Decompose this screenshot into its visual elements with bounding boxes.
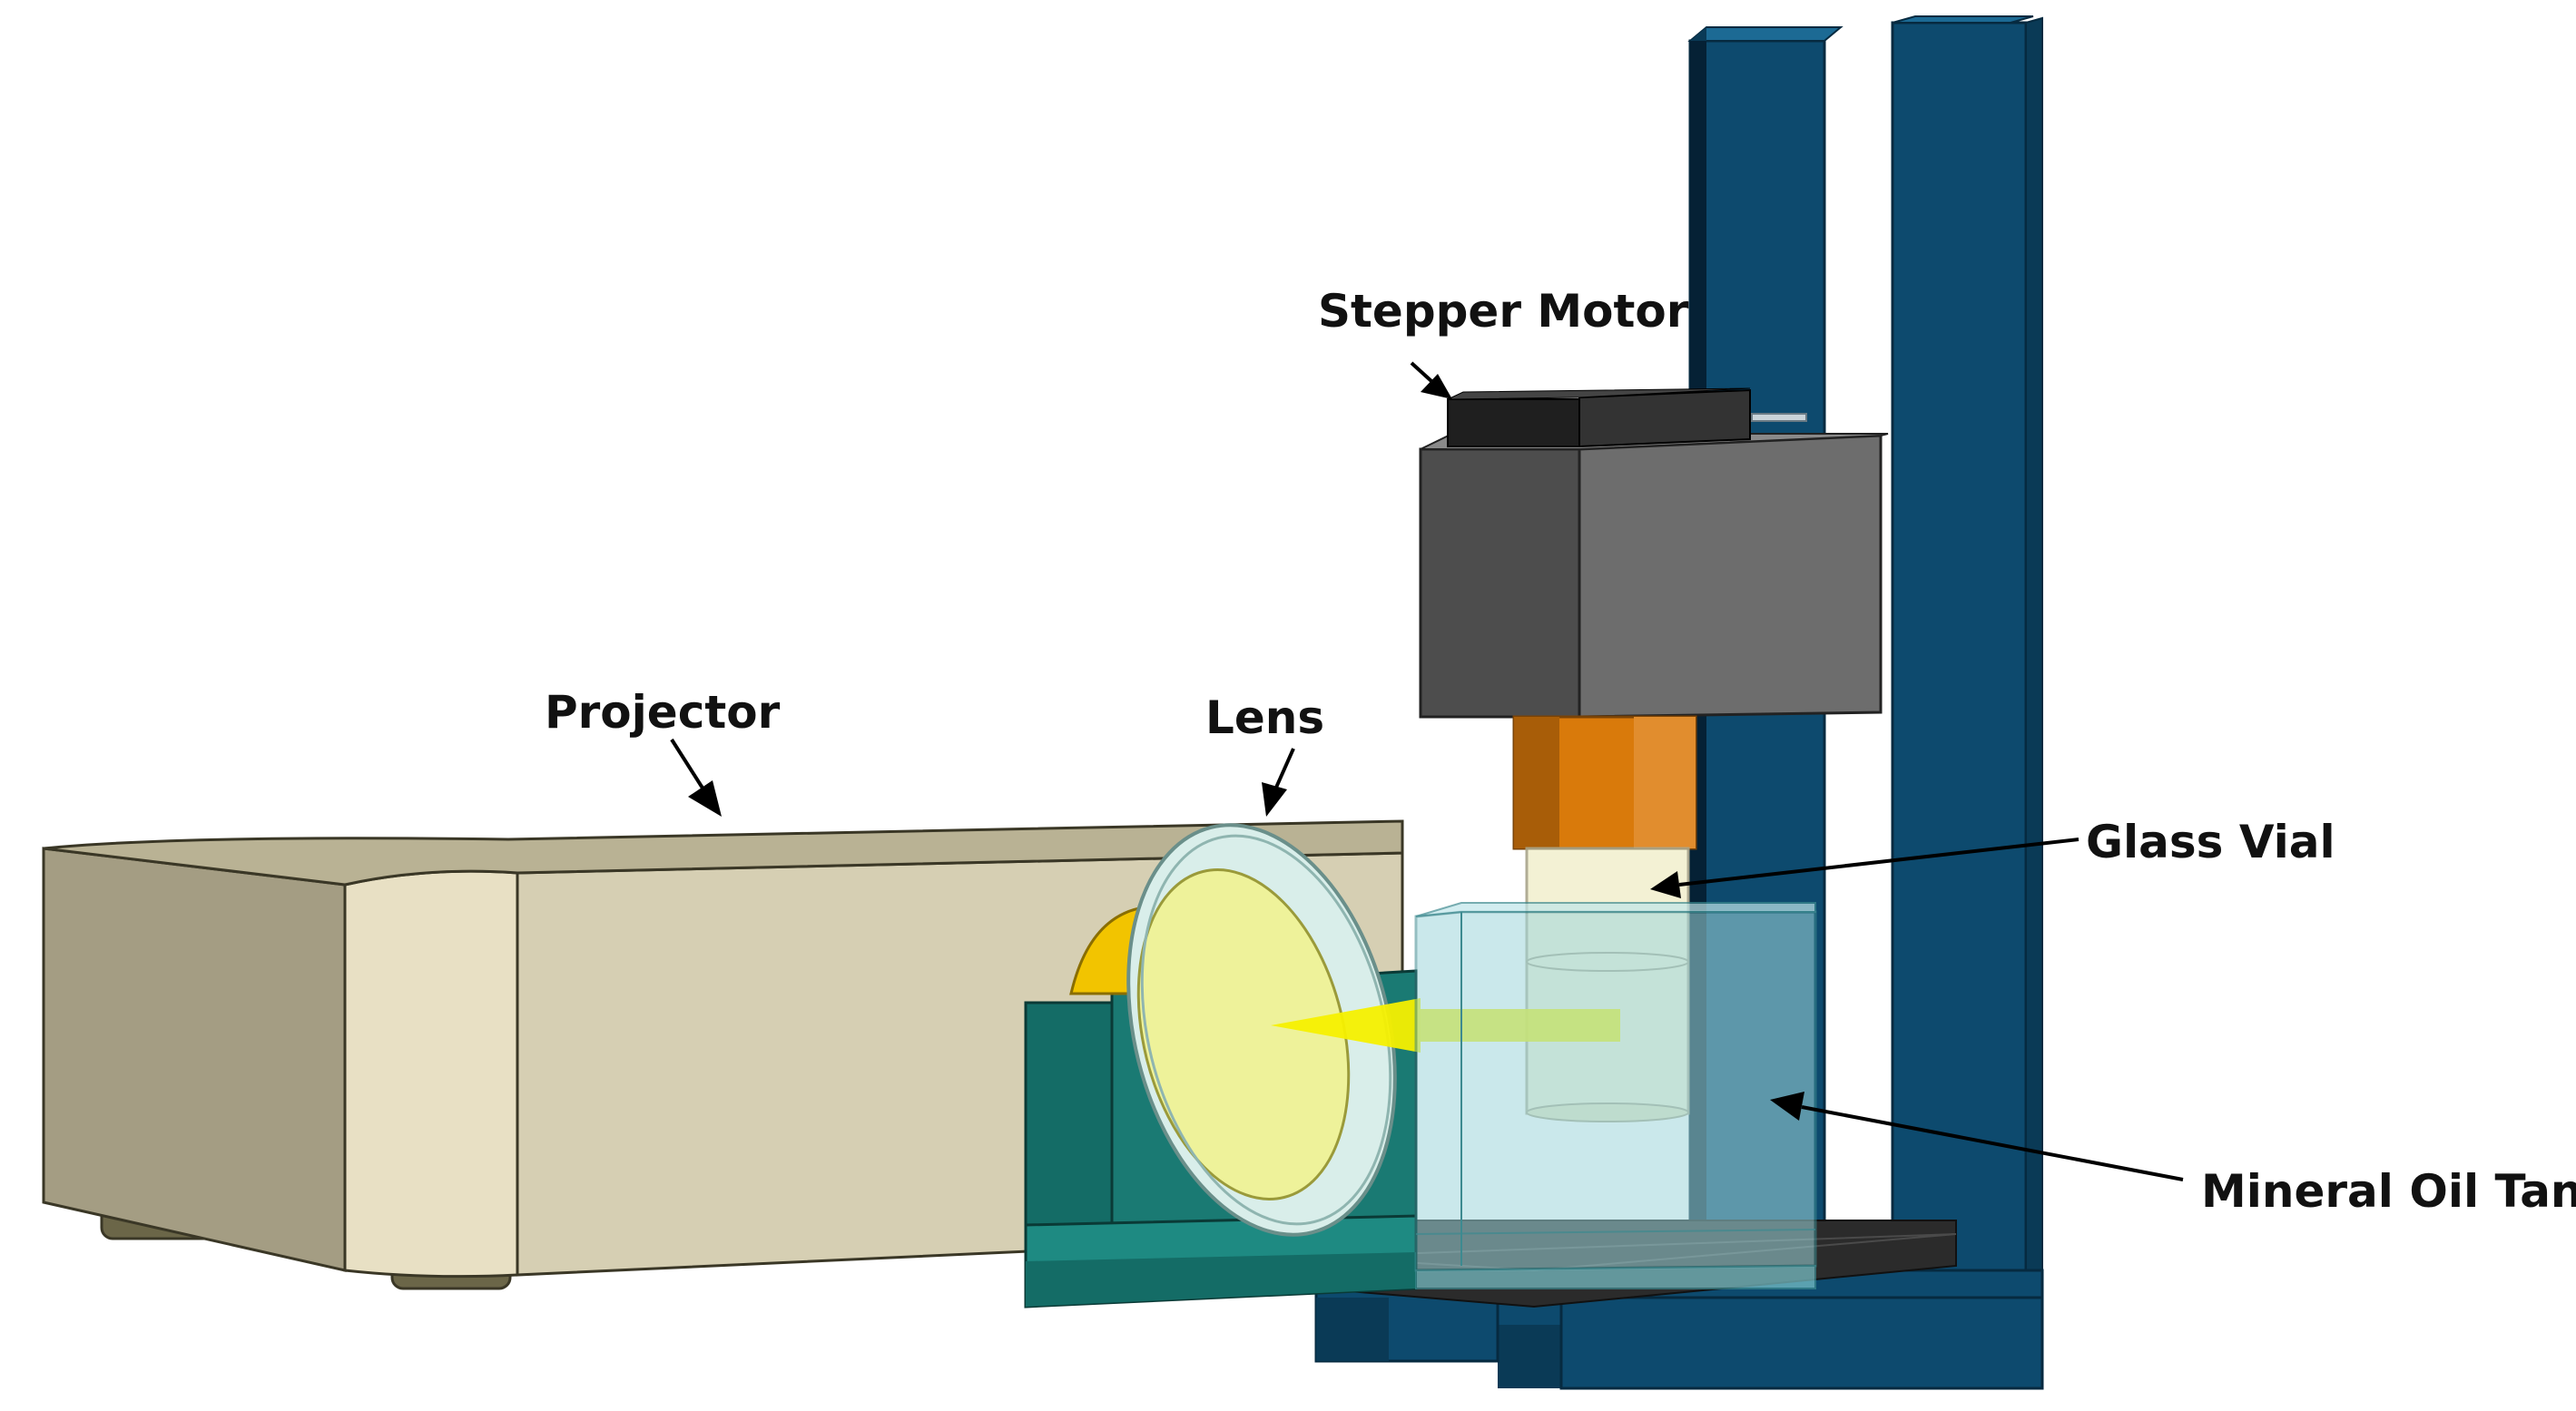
stepper-motor-arrow <box>1410 361 1452 399</box>
projector-label: Projector <box>545 686 781 739</box>
lens-arrow <box>1262 748 1295 817</box>
lens-label: Lens <box>1205 691 1324 744</box>
glass-vial-arrow <box>1650 838 2079 898</box>
stepper-motor <box>1447 387 1807 448</box>
motor-housing <box>1419 433 1889 719</box>
projector-arrow <box>670 738 722 817</box>
mineral-oil-tank <box>1414 902 1817 1289</box>
mineral-oil-tank-label: Mineral Oil Tank <box>2201 1165 2576 1218</box>
coupler <box>1512 715 1697 850</box>
glass-vial-label: Glass Vial <box>2086 816 2335 868</box>
stepper-motor-label: Stepper Motor <box>1318 285 1689 338</box>
lens <box>1126 823 1397 1237</box>
mineral-oil-tank-arrow <box>1770 1092 2184 1181</box>
